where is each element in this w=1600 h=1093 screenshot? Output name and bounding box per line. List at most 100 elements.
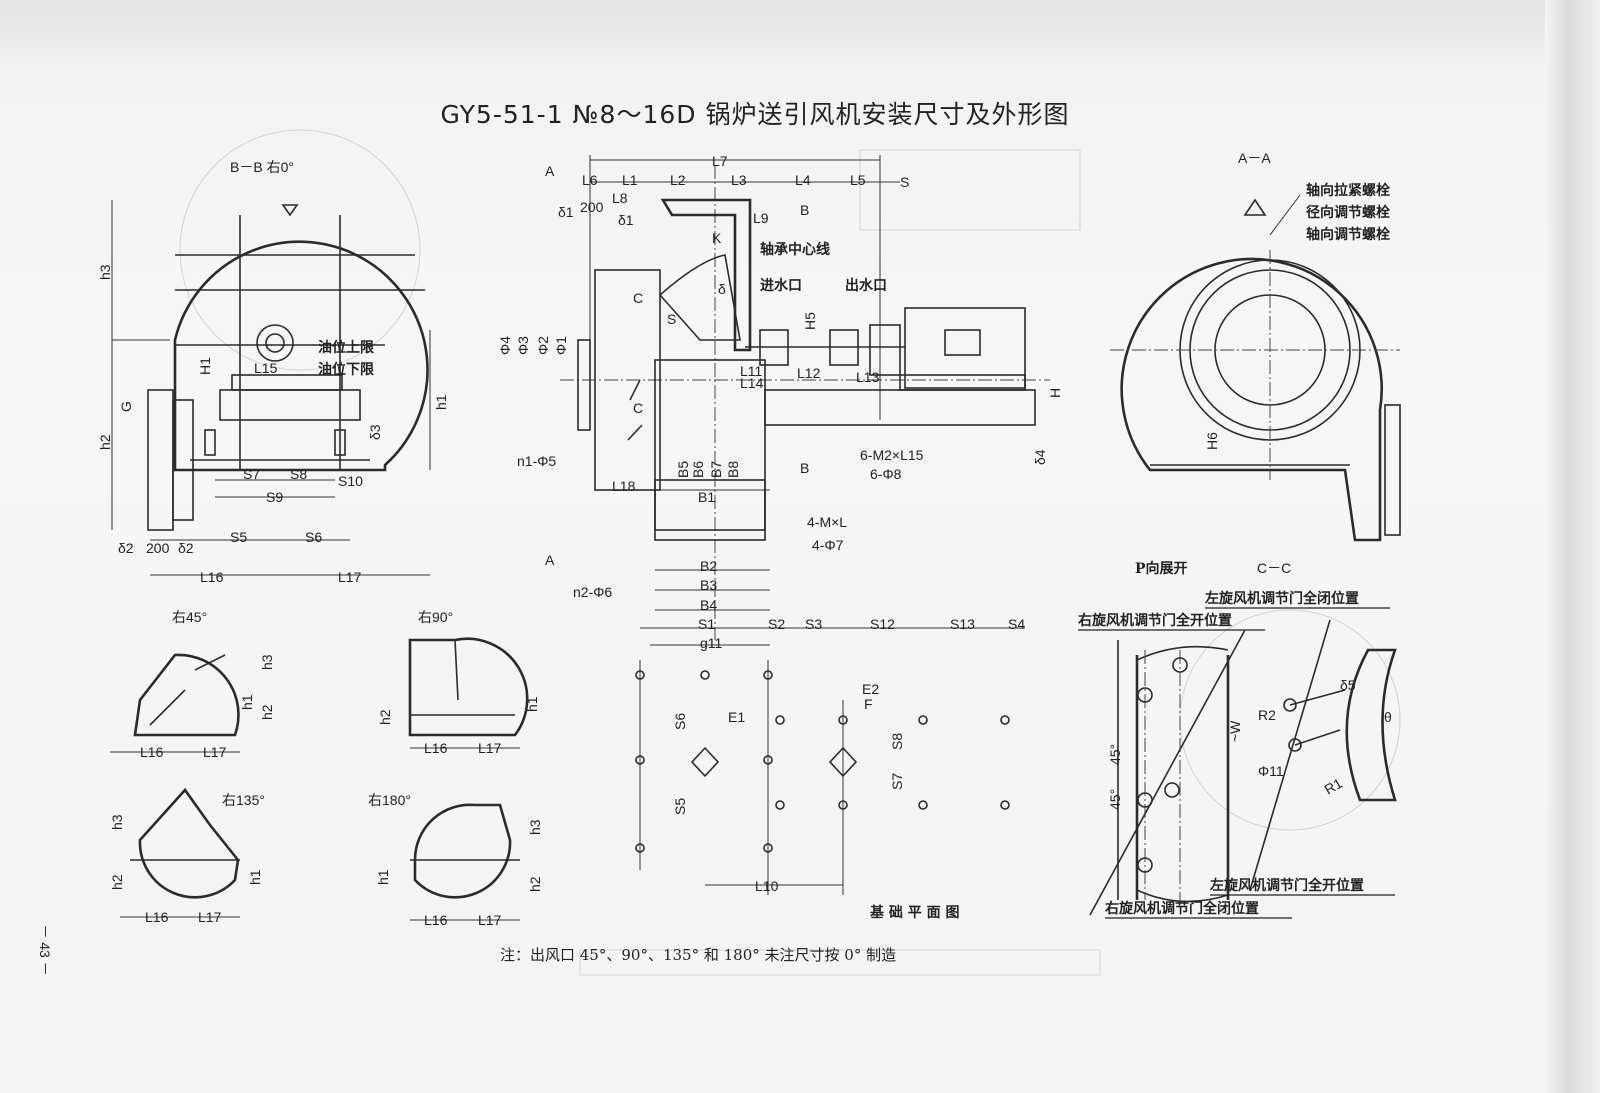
- dim-L17: L17: [338, 569, 362, 585]
- view-r90-label: 右90°: [418, 609, 453, 625]
- angle-45-upper: 45°: [1107, 744, 1123, 765]
- dim-S8-plan: S8: [889, 733, 905, 750]
- r180-L17: L17: [478, 912, 502, 928]
- dim-L1: L1: [622, 172, 638, 188]
- page-edge-shadow: [1545, 0, 1600, 1093]
- view-cc: P向展开 C－C 左旋风机调节门全闭位置 右旋风机调节门全开位置 45° 45°…: [1077, 560, 1397, 919]
- r180-L16: L16: [424, 912, 448, 928]
- point-F: F: [864, 696, 873, 712]
- dim-B7: B7: [708, 461, 724, 478]
- axial-adjust-bolt-label: 轴向调节螺栓: [1306, 226, 1390, 243]
- dim-phi11: Φ11: [1258, 763, 1284, 779]
- view-right-45: 右45° h3 h1 h2 L16 L17: [110, 609, 275, 760]
- view-r180-label: 右180°: [368, 792, 411, 808]
- dim-delta4: δ4: [1032, 449, 1048, 465]
- dim-6-M2xL15: 6-M2×L15: [860, 447, 924, 463]
- view-aa-label: A－A: [1238, 150, 1271, 166]
- dim-phi1: Φ1: [553, 336, 569, 355]
- dim-n2-phi6: n2-Φ6: [573, 584, 612, 600]
- section-C-upper: C: [633, 290, 643, 306]
- view-r135-label: 右135°: [222, 792, 265, 808]
- dim-S-top: S: [900, 174, 909, 190]
- footnote: 注：出风口 45°、90°、135° 和 180° 未注尺寸按 0° 制造: [500, 946, 896, 964]
- dim-L11: L11: [740, 363, 763, 379]
- dim-R1: R1: [1322, 775, 1346, 798]
- view-aa: A－A 轴向拉紧螺栓 径向调节螺栓 轴向调节螺栓 H6: [1110, 150, 1401, 542]
- dim-delta5: δ5: [1340, 677, 1356, 693]
- r45-L16: L16: [140, 744, 164, 760]
- dim-S4: S4: [1008, 616, 1025, 632]
- r90-h2: h2: [377, 709, 393, 725]
- r45-h2: h2: [259, 704, 275, 720]
- dim-S5-plan: S5: [672, 798, 688, 815]
- page-title: GY5-51-1 №8～16D 锅炉送引风机安装尺寸及外形图: [441, 100, 1070, 129]
- r45-h1: h1: [239, 694, 255, 710]
- dim-L12: L12: [797, 365, 821, 381]
- dim-B4: B4: [700, 597, 717, 613]
- section-A-top: A: [545, 163, 555, 179]
- r45-L17: L17: [203, 744, 227, 760]
- section-B-bottom: B: [800, 460, 809, 476]
- dim-S9: S9: [266, 489, 283, 505]
- r180-h1: h1: [375, 869, 391, 885]
- angle-45-lower: 45°: [1107, 789, 1123, 810]
- dim-S5: S5: [230, 529, 247, 545]
- section-B-top: B: [800, 202, 809, 218]
- point-E1: E1: [728, 709, 745, 725]
- point-E2: E2: [862, 681, 879, 697]
- dim-delta1-right: δ1: [618, 212, 634, 228]
- dim-L4: L4: [795, 172, 811, 188]
- view-right-90: 右90° h2 h1 L16 L17: [377, 609, 540, 756]
- dim-L7: L7: [712, 153, 728, 169]
- dim-h3: h3: [97, 264, 113, 280]
- dim-phi2: Φ2: [535, 336, 551, 355]
- dim-d3: δ3: [367, 424, 383, 440]
- r135-L16: L16: [145, 909, 169, 925]
- dim-L10: L10: [755, 878, 779, 894]
- dim-H1: H1: [197, 357, 213, 375]
- dim-phi3: Φ3: [515, 336, 531, 355]
- dim-h1: h1: [433, 394, 449, 410]
- r180-h3: h3: [527, 819, 543, 835]
- dim-H: H: [1047, 388, 1063, 398]
- dim-200: 200: [146, 540, 170, 556]
- dim-6-phi8: 6-Φ8: [870, 466, 902, 482]
- r45-h3: h3: [259, 654, 275, 670]
- dim-H5: H5: [802, 312, 818, 330]
- page-number: － 43 －: [37, 924, 53, 975]
- right-open-label: 右旋风机调节门全开位置: [1077, 612, 1232, 629]
- dim-4-phi7: 4-Φ7: [812, 537, 844, 553]
- view-bb: B－B 右0° h3 h2 G H1 L15 油位上限 油位下限 h1 δ3 S…: [97, 159, 449, 585]
- dim-G: G: [118, 401, 134, 412]
- dim-L18: L18: [612, 478, 636, 494]
- right-closed-label: 右旋风机调节门全闭位置: [1104, 900, 1259, 917]
- axial-tension-bolt-label: 轴向拉紧螺栓: [1306, 182, 1390, 199]
- r135-L17: L17: [198, 909, 222, 925]
- view-r45-label: 右45°: [172, 609, 207, 625]
- dim-B6: B6: [690, 461, 706, 478]
- r135-h2: h2: [109, 874, 125, 890]
- r90-h1: h1: [524, 696, 540, 712]
- dim-S8: S8: [290, 466, 307, 482]
- r135-h3: h3: [109, 814, 125, 830]
- dim-g11: g11: [700, 635, 723, 651]
- dim-S6: S6: [305, 529, 322, 545]
- dim-H6: H6: [1204, 432, 1220, 450]
- view-right-135: 右135° h3 h2 h1 L16 L17: [109, 787, 265, 925]
- main-side-view: A L7 L6 L1 L2 L3 L4 L5 S L8 200 δ1 δ1 L9…: [497, 153, 1063, 651]
- dim-L15: L15: [254, 360, 278, 376]
- p-unfold-label: P向展开: [1135, 560, 1188, 577]
- r180-h2: h2: [527, 876, 543, 892]
- dim-phi4: Φ4: [497, 336, 513, 355]
- foundation-plan-label: 基 础 平 面 图: [870, 904, 960, 921]
- dim-S10: S10: [338, 473, 363, 489]
- dim-L5: L5: [850, 172, 866, 188]
- bearing-centerline-label: 轴承中心线: [760, 241, 830, 258]
- dim-d2-left: δ2: [118, 540, 134, 556]
- dim-S12: S12: [870, 616, 895, 632]
- dim-S13: S13: [950, 616, 975, 632]
- dim-L13: L13: [856, 369, 880, 385]
- view-bb-label: B－B 右0°: [230, 159, 294, 175]
- dim-B3: B3: [700, 577, 717, 593]
